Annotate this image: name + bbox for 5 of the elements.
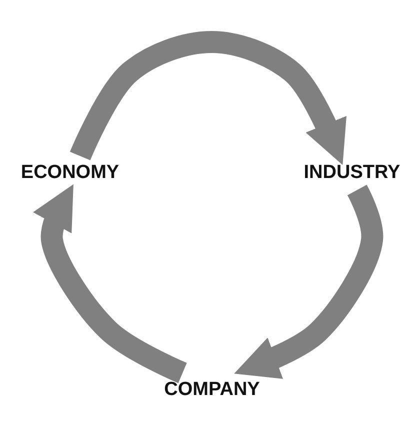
node-label: COMPANY bbox=[164, 379, 260, 401]
curved-arrow bbox=[33, 184, 187, 384]
curved-arrow bbox=[70, 31, 346, 165]
node-label: ECONOMY bbox=[20, 162, 120, 184]
node-label: INDUSTRY bbox=[304, 162, 400, 184]
